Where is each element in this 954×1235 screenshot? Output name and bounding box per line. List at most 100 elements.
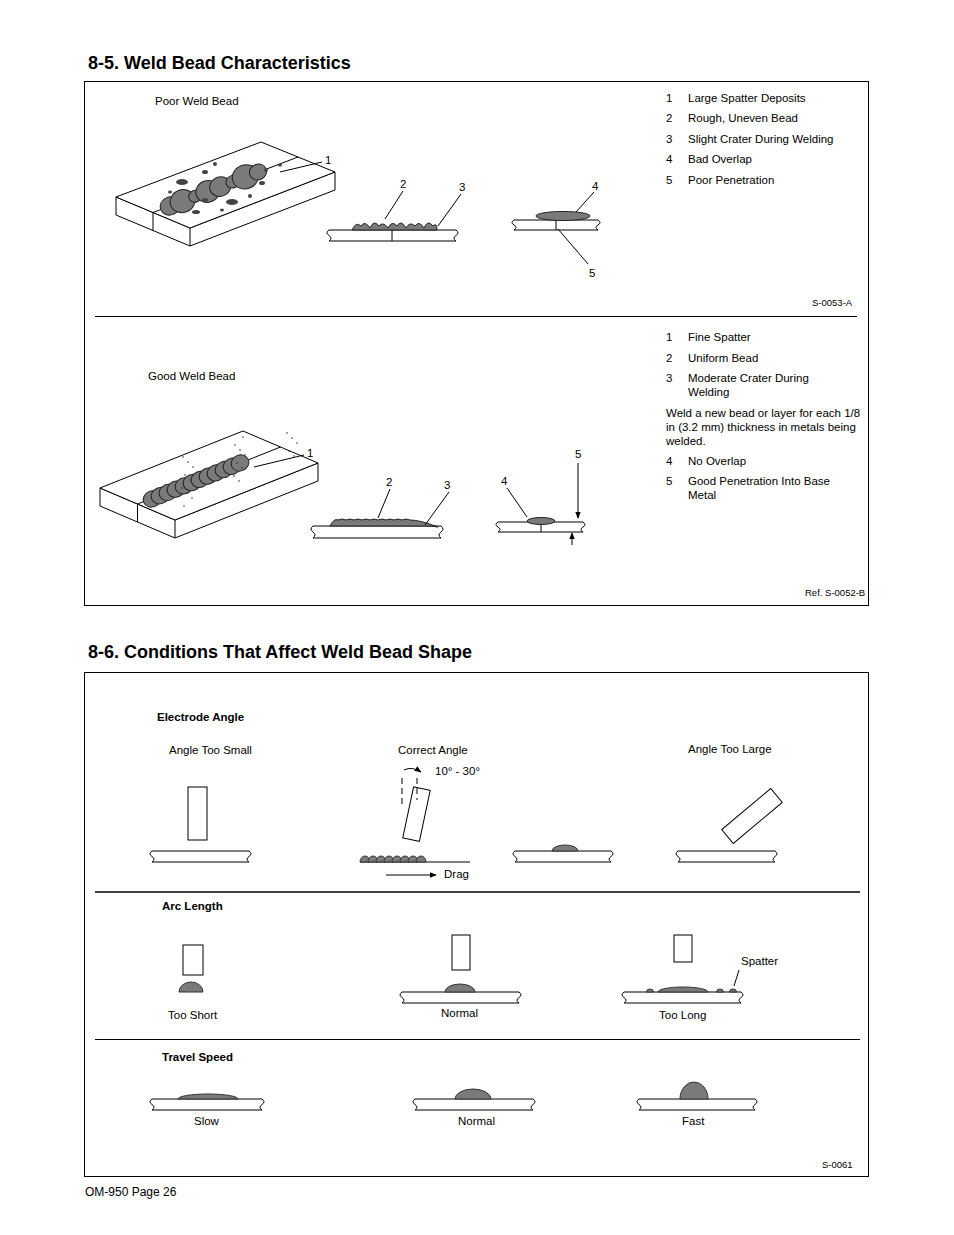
label-text: Fine Spatter [688,330,751,344]
reference-code: Ref. S-0052-B [805,586,865,600]
callout-number: 2 [666,111,672,125]
leader-line [280,162,322,172]
label-text: Correct Angle [398,743,468,757]
plate-seam [153,213,154,231]
base-plate [513,851,613,862]
weld-bead [647,989,654,992]
section-heading: 8-5. Weld Bead Characteristics [88,53,351,74]
fine-spatter [189,479,191,481]
plate-top [100,431,318,520]
label-text: Large Spatter Deposits [688,91,806,105]
large-spatter [226,199,238,205]
fine-spatter [239,449,241,451]
fine-spatter [187,461,189,463]
fine-spatter [186,492,188,494]
callout-number: 4 [592,179,598,193]
joint-line [556,220,557,230]
base-plate [400,992,521,1003]
divider [95,891,860,893]
fine-spatter [234,444,236,446]
plate-top [116,142,335,228]
plate-edge [190,228,191,246]
label-text: Weld a new bead or layer for each 1/8 in… [666,406,862,448]
guide-line [417,778,418,800]
page-footer: OM-950 Page 26 [85,1185,176,1199]
large-spatter [192,210,200,214]
bead-ripple [229,452,252,474]
arrow [578,463,579,518]
label-text: No Overlap [688,454,746,468]
callout-number: 3 [444,478,450,492]
callout-number: 5 [575,447,581,461]
callout-number: 2 [666,351,672,365]
label-text: Slight Crater During Welding [688,132,834,146]
section-frame [85,82,869,606]
divider [95,1039,860,1040]
callout-number: 4 [666,454,672,468]
callout-number: 1 [666,330,672,344]
label-text: Bad Overlap [688,152,752,166]
large-spatter [202,170,208,174]
weld-drawings [100,142,782,1110]
weld-bead [179,982,203,992]
label-text: Slow [194,1114,219,1128]
label-text: Good Penetration Into Base Metal [688,474,853,502]
reference-code: S-0053-A [812,296,852,310]
label-text: Too Short [168,1008,217,1022]
reference-code: S-0061 [822,1158,853,1172]
weld-bead [178,1094,238,1099]
fine-spatter [182,456,184,458]
leader-line [438,194,461,226]
label-text: Too Long [659,1008,706,1022]
label-text: Fast [682,1114,704,1128]
callout-number: 3 [459,180,465,194]
weld-bead [445,984,475,992]
callout-number: 1 [325,153,331,167]
joint-line [392,230,393,241]
subsection-title: Arc Length [162,899,223,913]
label-text: Uniform Bead [688,351,758,365]
weld-bead [717,989,724,992]
large-spatter [248,194,252,198]
fine-spatter [288,450,290,452]
fine-spatter [192,466,194,468]
guide-line [402,778,403,808]
leader-line [254,455,304,467]
large-spatter [264,168,268,172]
leader-line [734,970,739,986]
leader-line [507,488,527,517]
fine-spatter [291,437,293,439]
callout-number: 1 [307,446,313,460]
arrow [572,533,573,545]
fine-spatter [293,455,295,457]
callout-number: 3 [666,371,672,385]
callout-number: 3 [666,132,672,146]
section-frame [85,673,869,1177]
fine-spatter [191,497,193,499]
callout-number: 5 [589,266,595,280]
divider [95,316,857,317]
electrode [452,935,470,970]
large-spatter [278,164,282,167]
fine-spatter [296,442,298,444]
plate-edge [175,520,176,538]
label-text: Moderate Crater During Welding [688,371,848,399]
heading-text: 8-5. Weld Bead Characteristics [88,53,351,73]
angle-arc [404,768,421,772]
leader-line [385,191,403,219]
callout-number: 1 [666,91,672,105]
rough-bead [352,223,437,230]
label-text: 10° - 30° [435,764,480,778]
electrode [188,787,207,840]
penetration-bead [527,518,555,525]
label-text: Normal [441,1006,478,1020]
callout-number: 5 [666,173,672,187]
large-spatter [168,191,172,194]
label-text: Drag [444,867,469,881]
base-plate [150,1099,264,1110]
fine-spatter [236,462,238,464]
weld-bead [552,845,578,851]
callout-number: 5 [666,474,672,488]
uniform-bead [330,519,438,527]
